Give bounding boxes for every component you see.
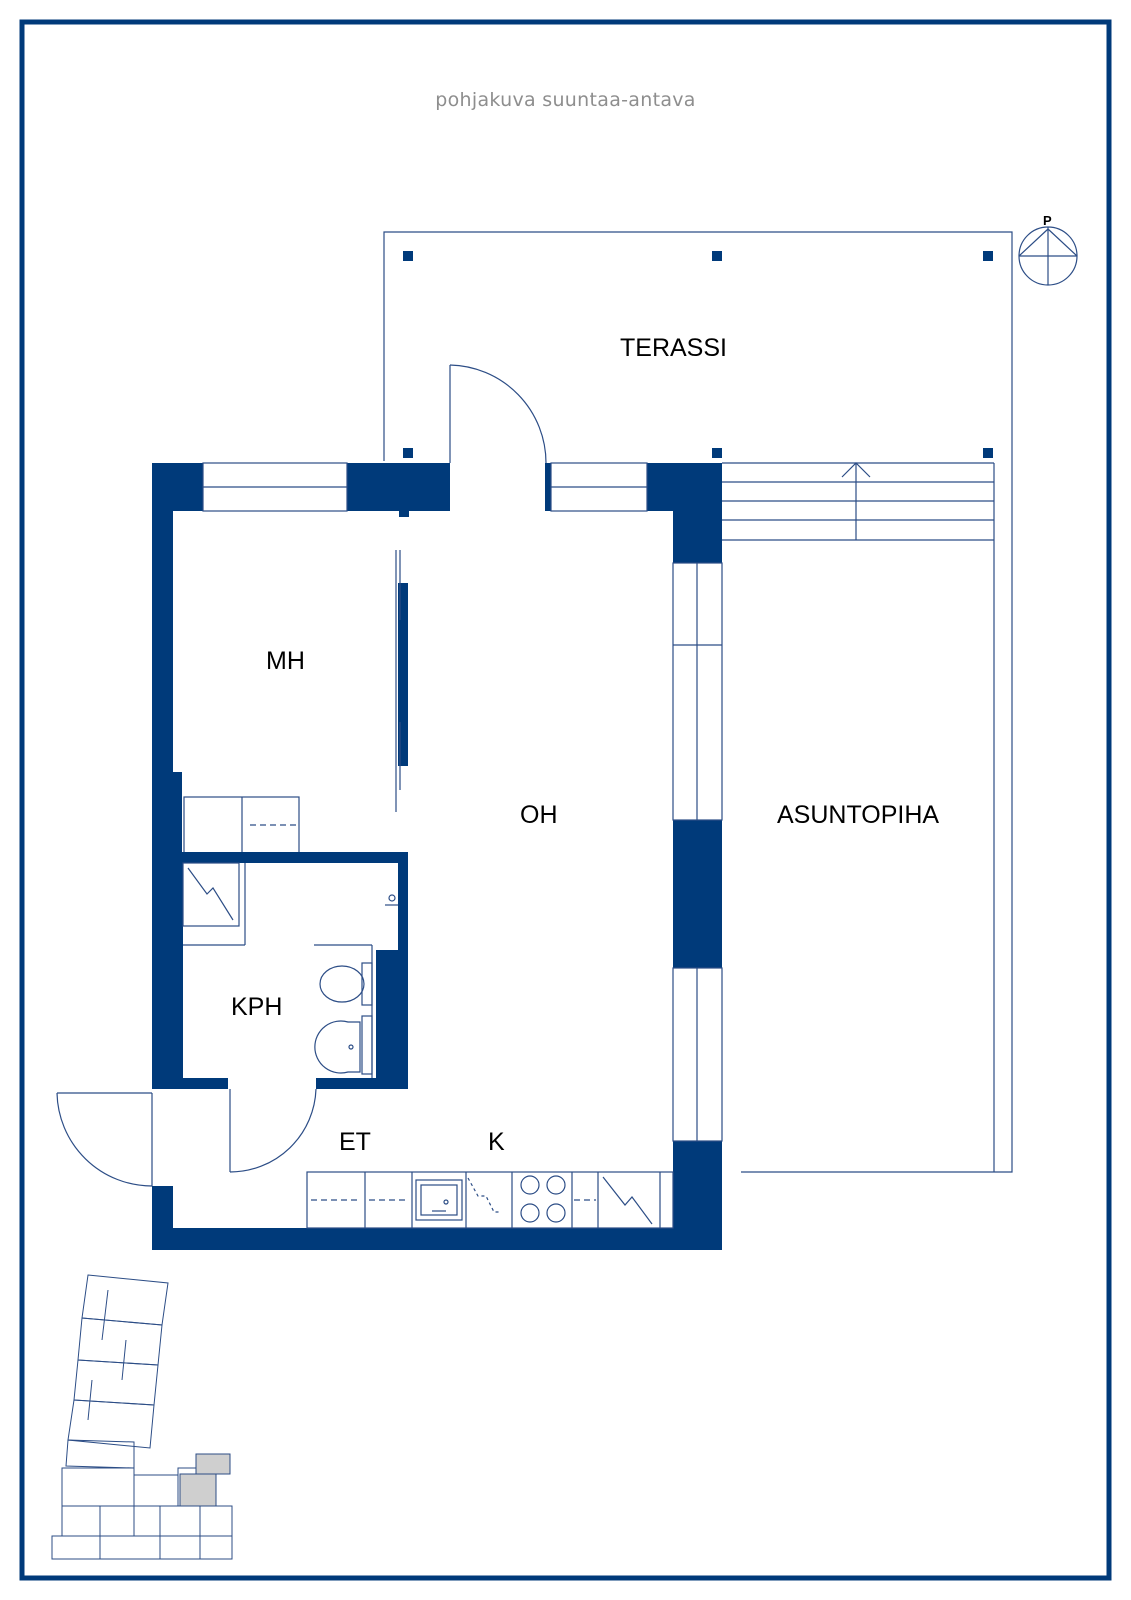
page-frame <box>19 19 1112 1581</box>
terrace-outline <box>383 231 1013 1173</box>
site-key-plan <box>51 1274 233 1560</box>
bathroom-fixtures <box>182 862 398 1078</box>
closet <box>183 796 300 855</box>
room-label-kph: KPH <box>231 993 282 1021</box>
room-label-oh: OH <box>520 801 558 829</box>
room-label-asuntopiha: ASUNTOPIHA <box>777 801 939 829</box>
stove <box>520 1175 566 1223</box>
room-label-k: K <box>488 1128 505 1156</box>
fridge <box>467 1176 653 1225</box>
exterior-walls <box>152 463 722 1250</box>
entrance-door <box>56 1089 173 1187</box>
steps <box>722 462 995 1172</box>
terrace-door <box>449 364 547 464</box>
windows <box>202 462 723 1142</box>
kitchen-sink <box>415 1179 463 1221</box>
disclaimer-note: pohjakuva suuntaa-antava <box>435 89 696 111</box>
room-label-et: ET <box>339 1128 371 1156</box>
mh-wall-stub <box>173 772 182 854</box>
compass-icon <box>1018 226 1078 286</box>
north-label: P <box>1043 213 1052 228</box>
bathroom-walls <box>152 852 408 1089</box>
bathroom-door <box>229 1088 317 1173</box>
room-label-terassi: TERASSI <box>620 334 727 362</box>
terrace-posts <box>403 251 993 458</box>
kitchen-counter <box>306 1171 674 1229</box>
site-key-highlight <box>179 1453 231 1507</box>
wardrobe-doors <box>395 550 408 812</box>
room-label-mh: MH <box>266 647 305 675</box>
